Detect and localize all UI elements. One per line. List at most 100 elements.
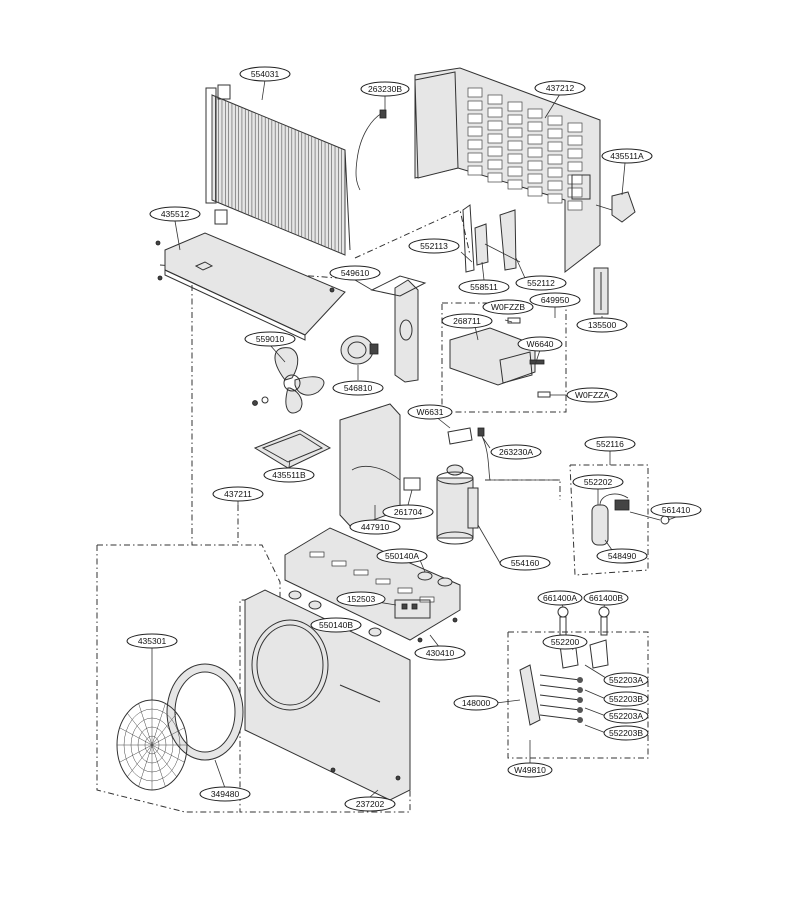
label-W0FZZB: W0FZZB <box>482 299 534 315</box>
top-cover <box>155 232 346 341</box>
label-552112: 552112 <box>515 275 567 291</box>
svg-text:552203A: 552203A <box>609 711 643 721</box>
label-549610: 549610 <box>329 265 381 281</box>
label-552203B-2: 552203B <box>603 725 649 741</box>
svg-text:552112: 552112 <box>527 278 555 288</box>
svg-text:135500: 135500 <box>588 320 617 330</box>
label-552202: 552202 <box>572 474 624 490</box>
label-550140B: 550140B <box>310 617 362 633</box>
svg-text:148000: 148000 <box>462 698 491 708</box>
front-panel <box>244 589 411 801</box>
svg-text:554160: 554160 <box>511 558 540 568</box>
sensor-wire-a <box>447 427 560 481</box>
label-559010: 559010 <box>244 331 296 347</box>
label-649950: 649950 <box>529 292 581 308</box>
label-237202: 237202 <box>344 796 396 812</box>
svg-text:561410: 561410 <box>662 505 691 515</box>
fan-shroud-ring <box>166 663 244 761</box>
fan-motor <box>340 335 379 365</box>
label-435301: 435301 <box>126 633 178 649</box>
label-661400B: 661400B <box>583 590 629 606</box>
part-135500 <box>593 267 609 315</box>
svg-text:552116: 552116 <box>596 439 624 449</box>
partition-plate <box>339 403 421 529</box>
svg-text:552200: 552200 <box>551 637 580 647</box>
label-554160: 554160 <box>499 555 551 571</box>
axial-fan <box>252 347 325 414</box>
label-435512: 435512 <box>149 206 201 222</box>
label-552203A-1: 552203A <box>603 672 649 688</box>
handle-b <box>253 429 332 469</box>
svg-text:263230B: 263230B <box>368 84 402 94</box>
label-430410: 430410 <box>414 645 466 661</box>
label-263230B: 263230B <box>360 81 410 97</box>
svg-text:237202: 237202 <box>356 799 385 809</box>
label-661400A: 661400A <box>537 590 583 606</box>
label-552116: 552116 <box>584 436 636 452</box>
label-561410: 561410 <box>650 502 702 518</box>
svg-text:549610: 549610 <box>341 268 370 278</box>
svg-text:550140B: 550140B <box>319 620 353 630</box>
label-435511B: 435511B <box>263 467 315 483</box>
svg-text:W6631: W6631 <box>417 407 444 417</box>
motor-bracket <box>370 275 427 383</box>
svg-text:349480: 349480 <box>211 789 240 799</box>
label-548490: 548490 <box>596 548 648 564</box>
sensor-wire-b <box>355 109 387 191</box>
label-135500: 135500 <box>576 317 628 333</box>
label-261704: 261704 <box>382 504 434 520</box>
label-552113: 552113 <box>408 238 460 254</box>
label-437212: 437212 <box>534 80 586 96</box>
svg-text:548490: 548490 <box>608 551 637 561</box>
svg-text:554031: 554031 <box>251 69 280 79</box>
valve-assembly <box>591 493 670 546</box>
svg-text:W49810: W49810 <box>514 765 546 775</box>
condenser-coil <box>205 84 351 256</box>
svg-text:152503: 152503 <box>347 594 376 604</box>
svg-text:263230A: 263230A <box>499 447 533 457</box>
svg-text:552113: 552113 <box>420 241 448 251</box>
part-152503 <box>394 599 431 619</box>
part-labels: 554031 263230B 437212 435511A 435512 552… <box>126 66 702 812</box>
label-552200: 552200 <box>542 634 588 650</box>
svg-text:552203B: 552203B <box>609 728 643 738</box>
svg-text:558511: 558511 <box>470 282 498 292</box>
svg-text:435301: 435301 <box>138 636 167 646</box>
label-W6631: W6631 <box>407 404 453 420</box>
svg-text:435511A: 435511A <box>610 151 644 161</box>
label-263230A: 263230A <box>490 444 542 460</box>
terminal-block <box>519 664 583 726</box>
svg-text:559010: 559010 <box>256 334 285 344</box>
label-550140A: 550140A <box>376 548 428 564</box>
valve-brackets <box>462 204 521 273</box>
label-552203A-2: 552203A <box>603 708 649 724</box>
svg-text:268711: 268711 <box>453 316 481 326</box>
svg-text:435512: 435512 <box>161 209 190 219</box>
svg-text:W0FZZA: W0FZZA <box>575 390 609 400</box>
svg-text:552202: 552202 <box>584 477 613 487</box>
svg-text:430410: 430410 <box>426 648 455 658</box>
label-W49810: W49810 <box>507 762 553 778</box>
svg-text:W6640: W6640 <box>527 339 554 349</box>
label-268711: 268711 <box>441 313 493 329</box>
label-152503: 152503 <box>336 591 386 607</box>
svg-text:447910: 447910 <box>361 522 390 532</box>
label-W6640: W6640 <box>517 336 563 352</box>
base-pan <box>284 527 461 643</box>
svg-text:437212: 437212 <box>546 83 575 93</box>
label-447910: 447910 <box>349 519 401 535</box>
fan-grille <box>116 699 188 791</box>
label-435511A: 435511A <box>601 148 653 164</box>
svg-text:546810: 546810 <box>344 383 373 393</box>
handle-a <box>595 191 636 223</box>
svg-text:661400A: 661400A <box>543 593 577 603</box>
label-W0FZZA: W0FZZA <box>566 387 618 403</box>
svg-text:437211: 437211 <box>224 489 252 499</box>
svg-text:W0FZZB: W0FZZB <box>491 302 525 312</box>
svg-text:435511B: 435511B <box>272 470 306 480</box>
svg-text:649950: 649950 <box>541 295 570 305</box>
label-349480: 349480 <box>199 786 251 802</box>
label-552203B-1: 552203B <box>603 691 649 707</box>
svg-text:550140A: 550140A <box>385 551 419 561</box>
